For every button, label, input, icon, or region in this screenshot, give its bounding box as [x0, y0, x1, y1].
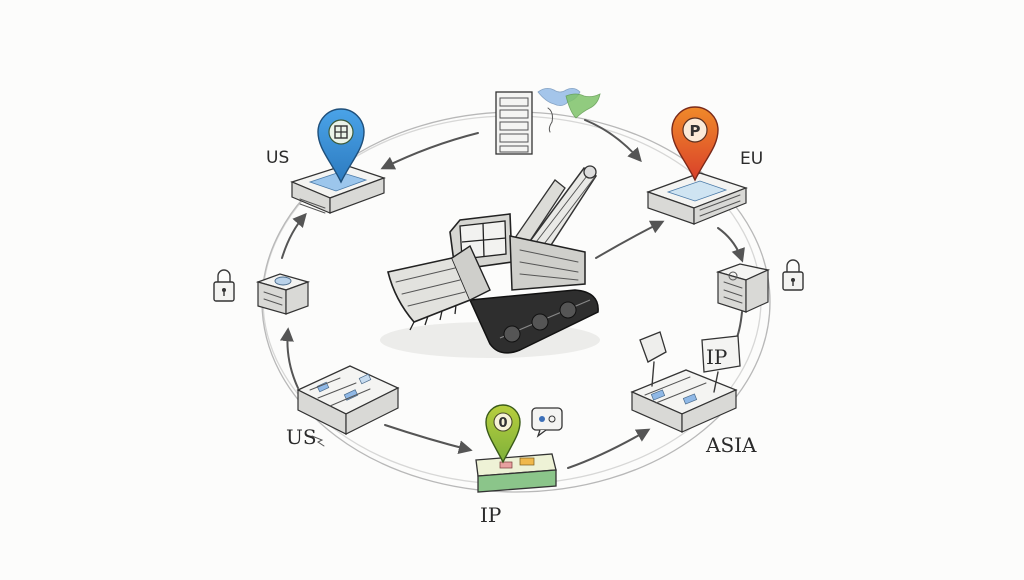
arrow-to-eu — [584, 119, 642, 163]
arrow-asia-to-ip — [567, 428, 651, 469]
lock-icon — [213, 269, 235, 302]
eu-pin-glyph: P — [690, 122, 701, 140]
world-map-icon — [537, 88, 601, 133]
us-server-node — [290, 164, 386, 214]
eu-server-node — [646, 172, 748, 225]
ip-server-node — [475, 453, 557, 493]
ip-right-label: IP — [706, 345, 727, 369]
left-server-box — [255, 273, 311, 315]
us-bottom-label: US — [286, 425, 317, 449]
cursor-hand-icon — [311, 435, 325, 447]
us-bottom-server-node — [296, 365, 400, 435]
bulldozer-icon — [380, 165, 600, 358]
ip-pin-glyph: 0 — [498, 416, 507, 431]
ip-bottom-label: IP — [480, 503, 501, 527]
eu-location-pin: P — [671, 106, 719, 182]
ip-flag-sign — [639, 331, 741, 393]
arrow-hub-to-eu — [595, 220, 665, 259]
server-rack-icon — [495, 91, 533, 155]
asia-server-node — [630, 369, 738, 433]
arrow-left-up — [279, 327, 299, 389]
right-server-box — [715, 263, 771, 313]
arrow-to-us — [380, 132, 479, 170]
eu-label: EU — [740, 149, 763, 169]
asia-label: ASIA — [705, 433, 757, 457]
lock-icon — [782, 259, 804, 291]
us-location-pin — [317, 108, 365, 184]
chat-bubble-icon — [531, 407, 563, 438]
flow-arrows — [279, 119, 745, 469]
arrow-eu-down — [717, 227, 745, 263]
ip-location-pin: 0 — [485, 404, 521, 464]
us-top-label: US — [266, 148, 289, 168]
arrow-us-to-ip — [384, 424, 473, 455]
arrow-left-to-us — [281, 212, 307, 259]
